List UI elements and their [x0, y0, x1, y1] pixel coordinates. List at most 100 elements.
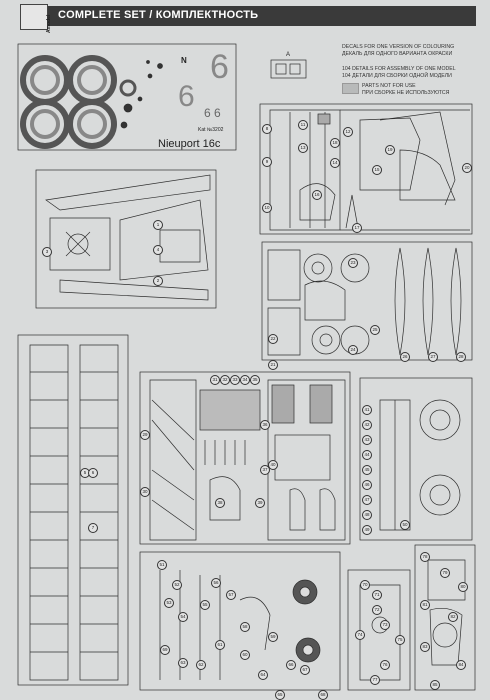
decals-note-en: DECALS FOR ONE VERSION OF COLOURING: [342, 44, 455, 50]
part-number-21: 21: [268, 360, 278, 370]
part-number-62: 62: [196, 660, 206, 670]
part-number-71: 71: [372, 590, 382, 600]
variant-box: [270, 59, 307, 79]
part-number-4: 4: [153, 245, 163, 255]
part-number-42: 42: [362, 420, 372, 430]
details-note-ru: 104 ДЕТАЛИ ДЛЯ СБОРКИ ОДНОЙ МОДЕЛИ: [342, 73, 452, 79]
header-bar: [20, 6, 476, 26]
unused-parts-swatch: [342, 83, 359, 94]
sprue-top-right: [259, 103, 473, 235]
part-number-2: 2: [153, 276, 163, 286]
part-number-83: 83: [420, 642, 430, 652]
part-number-76: 76: [380, 660, 390, 670]
part-number-7: 7: [88, 523, 98, 533]
part-number-1: 1: [153, 220, 163, 230]
part-number-17: 17: [352, 223, 362, 233]
part-number-35: 35: [250, 375, 260, 385]
part-number-38: 38: [215, 498, 225, 508]
part-number-44: 44: [362, 450, 372, 460]
part-number-47: 47: [362, 495, 372, 505]
part-number-39: 39: [255, 498, 265, 508]
part-number-6: 6: [88, 468, 98, 478]
decal-serial-letter: N: [181, 56, 187, 65]
part-number-8: 8: [262, 124, 272, 134]
part-number-51: 51: [157, 560, 167, 570]
part-number-54: 54: [178, 612, 188, 622]
unused-note-ru: ПРИ СБОРКЕ НЕ ИСПОЛЬЗУЮТСЯ: [362, 90, 450, 96]
part-number-75: 75: [395, 635, 405, 645]
part-number-19: 19: [385, 145, 395, 155]
part-number-30: 30: [140, 487, 150, 497]
part-number-36: 36: [260, 420, 270, 430]
part-number-34: 34: [240, 375, 250, 385]
part-number-3: 3: [42, 247, 52, 257]
part-number-20: 20: [462, 163, 472, 173]
part-number-60: 60: [240, 650, 250, 660]
part-number-41: 41: [362, 405, 372, 415]
sprue-bottom-right: [414, 544, 476, 691]
part-number-14: 14: [330, 158, 340, 168]
sprue-wheels-props: [261, 241, 473, 361]
part-number-66: 66: [286, 660, 296, 670]
part-number-45: 45: [362, 465, 372, 475]
decal-big-numeral: 6: [210, 48, 229, 86]
decal-big-numeral-2: 6: [178, 80, 195, 113]
part-number-80: 80: [458, 582, 468, 592]
part-number-68: 68: [318, 690, 328, 700]
brand-logo: Amodel: [20, 4, 52, 33]
sprue-bottom-left: [139, 551, 341, 691]
part-number-82: 82: [448, 612, 458, 622]
part-number-22: 22: [268, 334, 278, 344]
part-number-26: 26: [400, 352, 410, 362]
part-number-65: 65: [275, 690, 285, 700]
kat-number: Kat №3202: [198, 127, 224, 133]
part-number-49: 49: [362, 525, 372, 535]
part-number-85: 85: [430, 680, 440, 690]
decals-note-ru: ДЕКАЛЬ ДЛЯ ОДНОГО ВАРИАНТА ОКРАСКИ: [342, 51, 453, 57]
part-number-11: 11: [298, 120, 308, 130]
part-number-70: 70: [360, 580, 370, 590]
part-number-69: 69: [160, 645, 170, 655]
part-number-18: 18: [330, 138, 340, 148]
part-number-61: 61: [215, 640, 225, 650]
part-number-56: 56: [211, 578, 221, 588]
details-note-en: 104 DETAILS FOR ASSEMBLY OF ONE MODEL: [342, 66, 456, 72]
part-number-48: 48: [362, 510, 372, 520]
model-name: Nieuport 16c: [158, 138, 221, 150]
part-number-72: 72: [372, 605, 382, 615]
part-number-23: 23: [348, 258, 358, 268]
part-number-16: 16: [312, 190, 322, 200]
part-number-64: 64: [258, 670, 268, 680]
part-number-59: 59: [268, 632, 278, 642]
part-number-63: 63: [178, 658, 188, 668]
sprue-bottom-mid: [347, 569, 411, 691]
sprue-fuselage: [35, 169, 217, 309]
part-number-53: 53: [164, 598, 174, 608]
part-number-33: 33: [230, 375, 240, 385]
part-number-10: 10: [262, 203, 272, 213]
decal-small-numerals: 6 6: [204, 106, 221, 120]
part-number-24: 24: [348, 345, 358, 355]
sprue-struts: [139, 371, 351, 545]
part-number-46: 46: [362, 480, 372, 490]
part-number-52: 52: [172, 580, 182, 590]
variant-label: A: [286, 52, 291, 58]
part-number-25: 25: [370, 325, 380, 335]
page-title: COMPLETE SET / КОМПЛЕКТНОСТЬ: [58, 9, 259, 21]
roundel-decals: [20, 55, 163, 149]
part-number-15: 15: [372, 165, 382, 175]
part-number-27: 27: [428, 352, 438, 362]
part-number-79: 79: [440, 568, 450, 578]
sprue-wings: [17, 334, 129, 686]
unused-note-en: PARTS NOT FOR USE: [362, 83, 416, 89]
part-number-37: 37: [260, 465, 270, 475]
part-number-67: 67: [300, 665, 310, 675]
part-number-55: 55: [200, 600, 210, 610]
part-number-81: 81: [420, 600, 430, 610]
part-number-9: 9: [262, 157, 272, 167]
part-number-43: 43: [362, 435, 372, 445]
decal-sheet-frame: [17, 43, 237, 151]
part-number-12: 12: [343, 127, 353, 137]
